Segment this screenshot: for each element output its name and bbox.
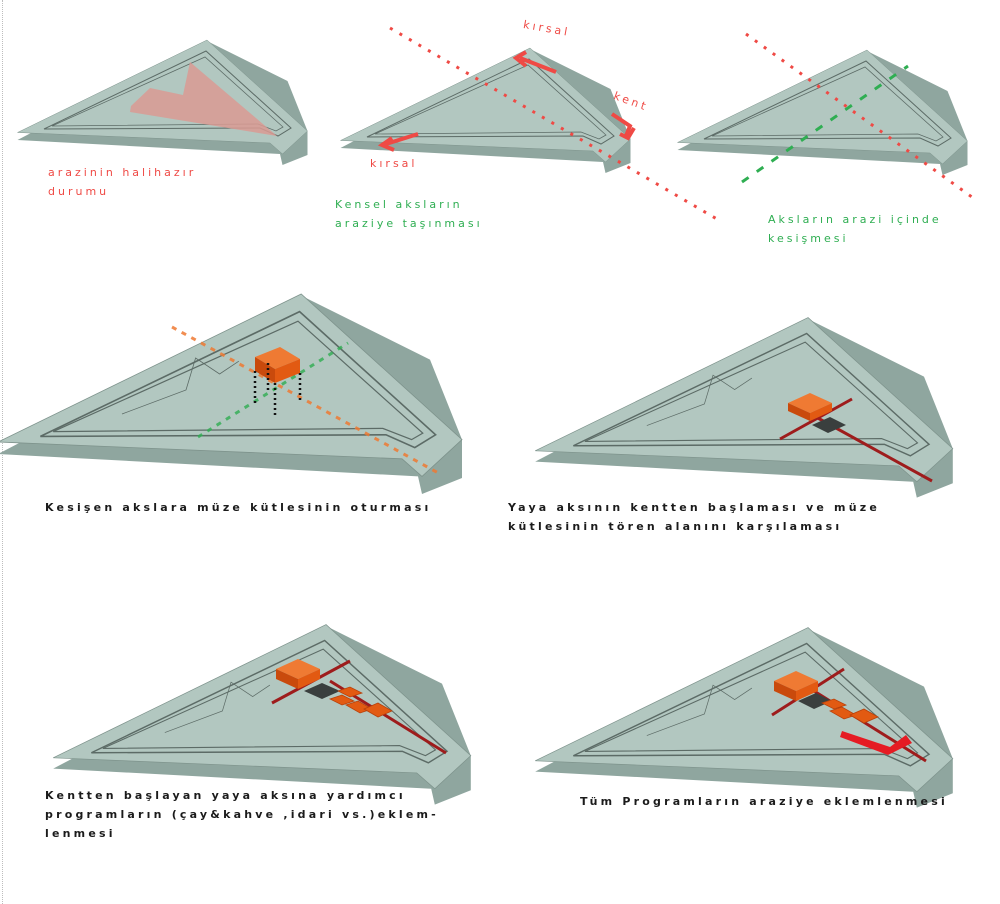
auxiliary-program-blocks [328, 686, 393, 718]
site-terrain [535, 317, 954, 498]
caption-yardimci-programlar: Kentten başlayan yaya aksına yardımcı pr… [45, 789, 439, 840]
arrow-kent [610, 112, 633, 137]
cross-axis [779, 397, 853, 441]
site-diagram-aks-kesismesi [677, 32, 977, 202]
site-diagram-halihazir [17, 39, 308, 165]
existing-condition-area [130, 62, 277, 136]
site-terrain [0, 293, 463, 495]
green-axis-dashed [197, 341, 349, 439]
site-diagram-muze-kutlesi [0, 293, 463, 495]
site-diagram-yardimci-programlar [53, 624, 472, 805]
ceremony-plaza [812, 417, 846, 433]
site-terrain [677, 49, 968, 175]
ceremony-plaza [304, 683, 340, 699]
orange-axis-dashed [171, 325, 443, 477]
site-terrain [340, 47, 631, 173]
site-diagram-tum-programlar [535, 627, 954, 808]
site-terrain [53, 624, 472, 805]
caption-aks-kesismesi: Aksların arazi içinde kesişmesi [768, 213, 942, 245]
site-diagram-aks-tasinmasi [340, 26, 723, 224]
museum-mass [255, 347, 300, 383]
panel-tum-programlar: Tüm Programların araziye eklemlenmesi [500, 585, 1000, 845]
museum-mass [774, 671, 818, 701]
arrow-kirsal-left [385, 132, 419, 146]
caption-tum-programlar: Tüm Programların araziye eklemlenmesi [580, 795, 948, 808]
panel-yaya-aksi: Yaya aksının kentten başlaması ve müze k… [500, 285, 1000, 545]
panel-aks-kesismesi: Aksların arazi içinde kesişmesi [670, 0, 1000, 260]
museum-projection-dots [253, 363, 302, 415]
panel-muze-kutlesi: Kesişen akslara müze kütlesinin oturması [0, 285, 480, 545]
green-axis-dashed [741, 64, 909, 184]
panel-yardimci-programlar: Kentten başlayan yaya aksına yardımcı pr… [0, 585, 500, 845]
caption-yaya-aksi: Yaya aksının kentten başlaması ve müze k… [508, 501, 881, 533]
arrow-kirsal-top [519, 56, 557, 74]
caption-halihazir: arazinin halihazır durumu [48, 166, 197, 198]
auxiliary-program-blocks [820, 698, 879, 724]
red-program-strip [840, 731, 912, 755]
museum-mass [788, 393, 832, 421]
panel-halihazir: arazinin halihazır durumu [0, 0, 330, 260]
site-terrain [535, 627, 954, 808]
urban-axis-dashed [389, 26, 723, 224]
label-kirsal-left: kırsal [370, 157, 418, 170]
caption-aks-tasinmasi: Kensel aksların araziye taşınması [335, 198, 483, 230]
museum-mass [276, 659, 320, 689]
ceremony-plaza [798, 693, 832, 709]
panel-aks-tasinmasi: kırsal kent kırsal Kensel aksların arazi… [330, 0, 723, 260]
caption-muze-kutlesi: Kesişen akslara müze kütlesinin oturması [45, 501, 432, 514]
site-diagram-yaya-aksi [535, 317, 954, 498]
